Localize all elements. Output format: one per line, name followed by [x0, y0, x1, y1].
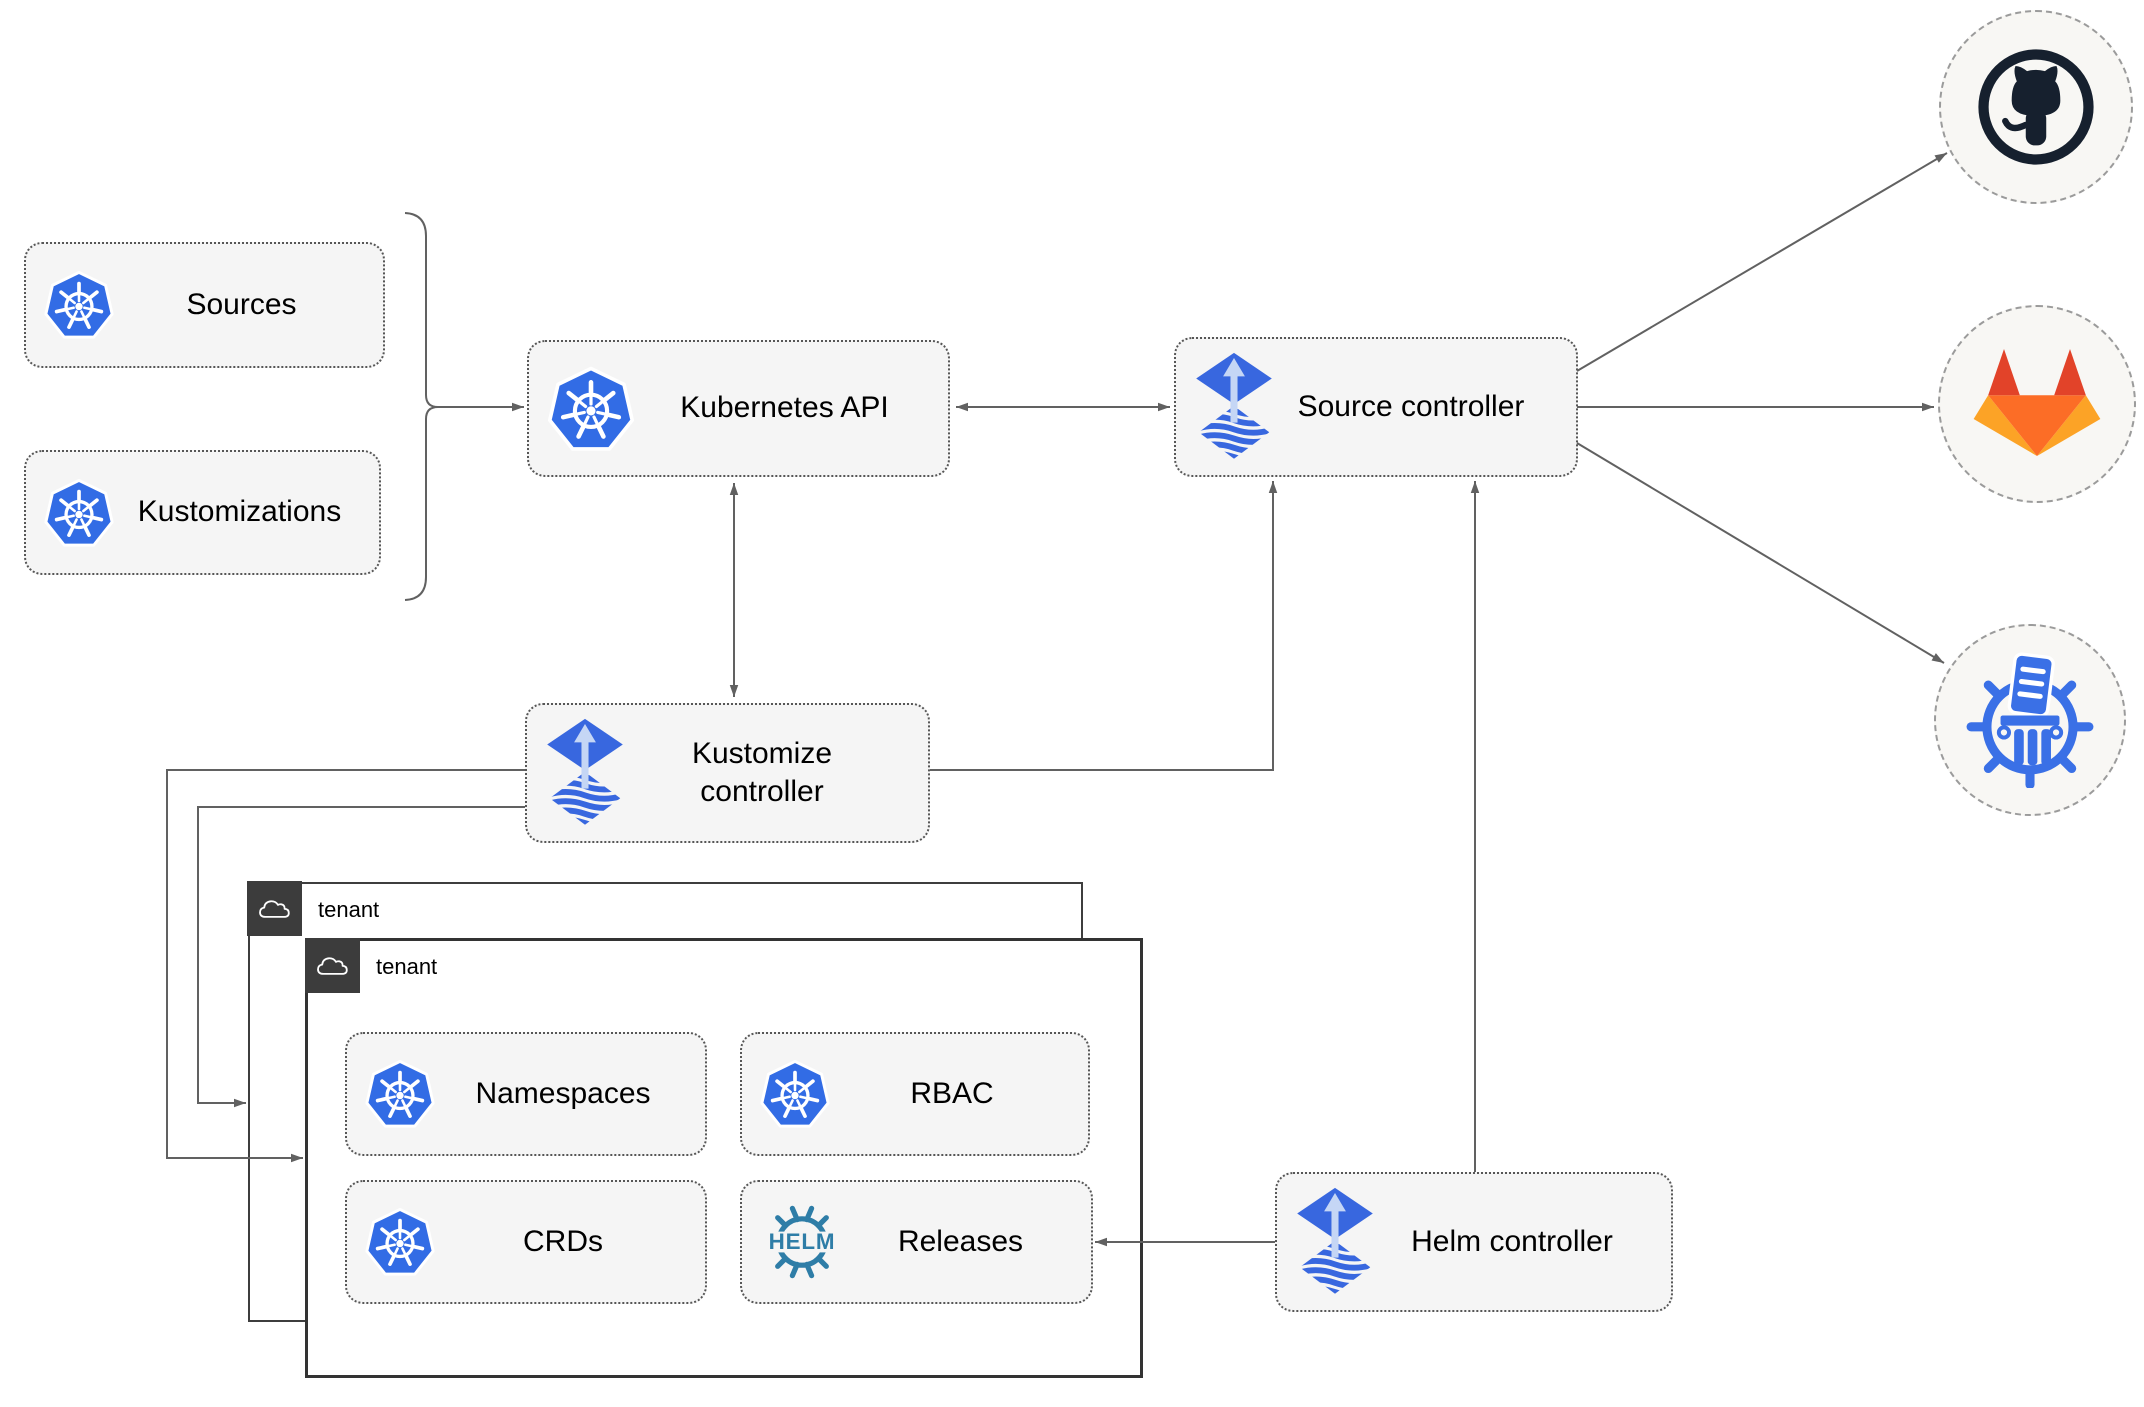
node-gitlab: [1938, 305, 2136, 503]
edge-kustomize-to-source-controller: [930, 481, 1278, 771]
chartmuseum-icon: [1962, 652, 2098, 788]
node-kubernetes-api: Kubernetes API: [527, 340, 950, 477]
cloud-icon: [315, 952, 351, 979]
node-namespaces: Namespaces: [345, 1032, 707, 1156]
kubernetes-icon: [363, 1205, 437, 1279]
kubernetes-icon: [42, 476, 116, 550]
node-sources-label: Sources: [186, 287, 297, 321]
node-github: [1939, 10, 2133, 204]
node-source-controller: Source controller: [1174, 337, 1578, 477]
node-kubernetes-api-label: Kubernetes API: [680, 391, 889, 425]
node-chart-repository: [1934, 624, 2126, 816]
kubernetes-icon: [545, 363, 637, 455]
kubernetes-icon: [758, 1057, 832, 1131]
tenant-front-label: tenant: [376, 954, 438, 979]
node-crds-label: CRDs: [523, 1224, 603, 1258]
kubernetes-icon: [42, 268, 116, 342]
node-kustomizations: Kustomizations: [24, 450, 381, 575]
node-crds: CRDs: [345, 1180, 707, 1304]
node-rbac: RBAC: [740, 1032, 1090, 1156]
gitlab-icon: [1971, 345, 2103, 464]
flux-icon: [543, 718, 627, 829]
node-helm-controller: Helm controller: [1275, 1172, 1673, 1312]
flux-icon: [1293, 1187, 1377, 1298]
node-helm-controller-label: Helm controller: [1411, 1224, 1613, 1258]
tenant-back-tab: [247, 881, 302, 936]
node-kustomize-controller: Kustomize controller: [525, 703, 930, 843]
tenant-box-front: tenant: [305, 938, 1143, 1378]
flux-icon: [1192, 352, 1276, 463]
helm-icon-text: HELM: [769, 1229, 836, 1254]
node-sources: Sources: [24, 242, 385, 368]
node-releases: HELM Releases: [740, 1180, 1093, 1304]
node-source-controller-label: Source controller: [1297, 389, 1525, 423]
edge-source-to-github: [1576, 152, 1948, 372]
helm-icon: HELM: [758, 1202, 846, 1282]
tenant-front-tab: [305, 938, 360, 993]
node-kustomize-controller-label: Kustomize controller: [691, 736, 833, 808]
node-releases-label: Releases: [897, 1224, 1024, 1258]
edge-source-to-chart-repository: [1576, 442, 1945, 664]
node-rbac-label: RBAC: [910, 1076, 994, 1110]
node-kustomizations-label: Kustomizations: [137, 495, 342, 529]
github-icon: [1972, 43, 2100, 171]
node-namespaces-label: Namespaces: [475, 1076, 651, 1110]
edge-group-bracket-top: [404, 212, 439, 408]
tenant-back-label: tenant: [318, 897, 380, 922]
edge-group-bracket-bottom: [404, 406, 439, 601]
kubernetes-icon: [363, 1057, 437, 1131]
cloud-icon: [257, 895, 293, 922]
